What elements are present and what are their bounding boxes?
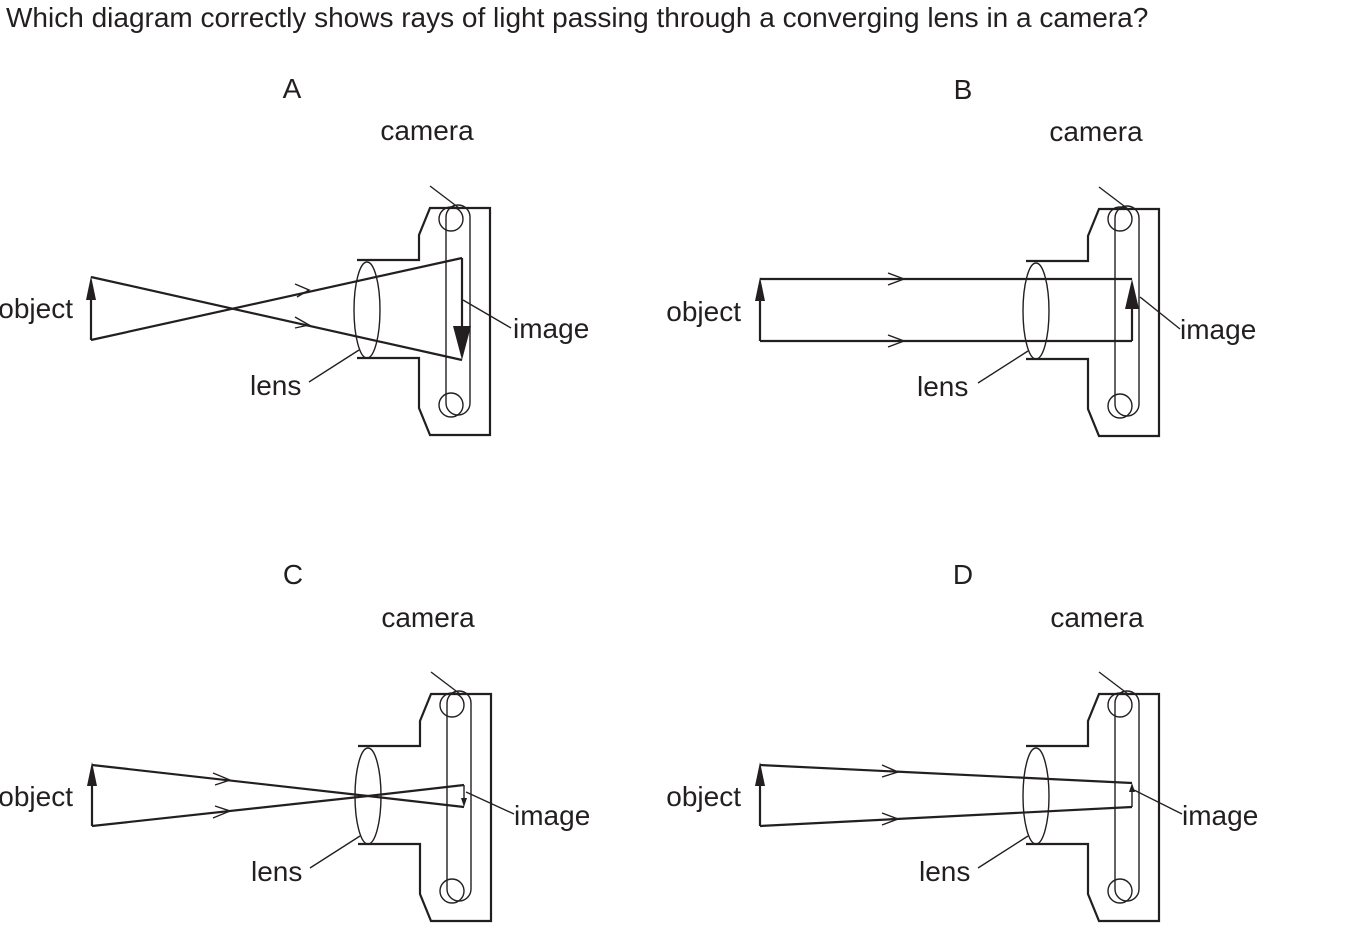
lens-label: lens (251, 856, 302, 887)
lens (1022, 262, 1050, 360)
option-letter-c: C (283, 559, 303, 590)
film-spool-top (439, 692, 465, 718)
diagram-d: D camera image lens object (666, 559, 1258, 923)
image-arrowhead (453, 326, 471, 360)
ray-arrow-upper (881, 764, 900, 778)
image-label: image (1180, 314, 1256, 345)
camera-label: camera (380, 115, 474, 146)
ray-top (759, 763, 1133, 785)
ray-bottom (90, 256, 463, 342)
object-arrowhead (755, 762, 765, 786)
option-letter-d: D (953, 559, 973, 590)
lens (353, 261, 381, 359)
film-spool-bottom (438, 392, 464, 418)
image-label: image (513, 313, 589, 344)
option-letter-b: B (954, 74, 973, 105)
ray-arrow-lower (881, 812, 900, 826)
camera-label: camera (1050, 602, 1144, 633)
lens-leader (977, 835, 1029, 869)
image-arrowhead (461, 798, 467, 807)
film-spool-bottom (439, 878, 465, 904)
lens-leader (309, 835, 361, 869)
lens (1022, 747, 1050, 845)
camera-label: camera (381, 602, 475, 633)
film-track (1114, 205, 1140, 417)
ray-top (90, 275, 463, 362)
object-arrowhead (86, 276, 96, 300)
image-leader (1139, 296, 1181, 330)
ray-arrow-lower (212, 805, 233, 819)
ray-top (91, 763, 465, 809)
ray-bottom (759, 805, 1133, 828)
lens-leader (977, 350, 1029, 384)
object-label: object (666, 781, 741, 812)
lens-label: lens (250, 370, 301, 401)
film-spool-bottom (1107, 878, 1133, 904)
film-spool-top (438, 206, 464, 232)
object-label: object (0, 293, 73, 324)
object-arrowhead (87, 762, 97, 786)
camera-leader (1098, 186, 1129, 210)
image-label: image (514, 800, 590, 831)
object-label: object (666, 296, 741, 327)
film-spool-top (1107, 692, 1133, 718)
film-track (446, 690, 472, 902)
diagram-a: A camera image lens object (0, 73, 589, 437)
ray-arrow-upper (294, 283, 311, 298)
ray-bottom (91, 783, 465, 828)
ray-arrow-lower (887, 334, 906, 348)
image-arrowhead (1125, 279, 1139, 309)
camera-label: camera (1049, 116, 1143, 147)
image-leader (462, 299, 512, 329)
lens (354, 747, 382, 845)
ray-arrow-upper (212, 772, 233, 786)
image-leader (1133, 789, 1183, 815)
film-track (1114, 690, 1140, 902)
lens-label: lens (917, 371, 968, 402)
film-spool-bottom (1107, 393, 1133, 419)
diagram-c: C camera image lens object (0, 559, 590, 923)
image-leader (465, 791, 515, 815)
film-spool-top (1107, 206, 1133, 232)
lens-label: lens (919, 856, 970, 887)
object-arrowhead (755, 277, 765, 301)
object-label: object (0, 781, 73, 812)
camera-leader (429, 185, 460, 209)
ray-arrow-lower (294, 316, 311, 329)
camera-leader (430, 671, 461, 695)
image-label: image (1182, 800, 1258, 831)
lens-leader (308, 349, 360, 383)
ray-arrow-upper (887, 272, 906, 286)
diagram-b: B camera image lens object (666, 74, 1256, 438)
film-track (445, 204, 471, 416)
camera-leader (1098, 671, 1129, 695)
image-arrowhead (1129, 783, 1135, 792)
option-letter-a: A (283, 73, 302, 104)
question-text: Which diagram correctly shows rays of li… (6, 2, 1149, 33)
